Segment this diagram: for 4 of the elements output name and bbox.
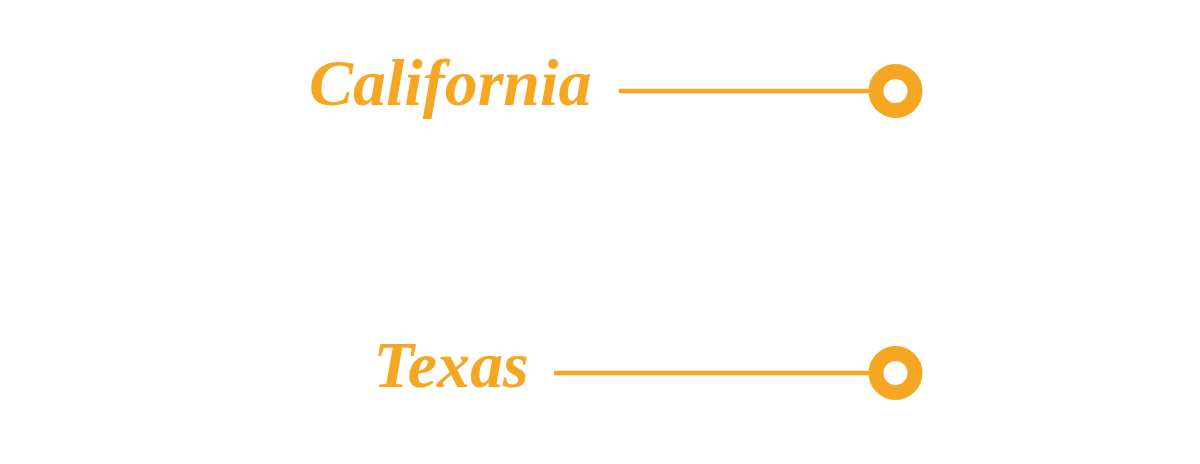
node-circle [868,64,923,118]
node-text: California [309,45,592,119]
node-text: Texas [373,327,529,401]
node-circle [868,346,923,400]
